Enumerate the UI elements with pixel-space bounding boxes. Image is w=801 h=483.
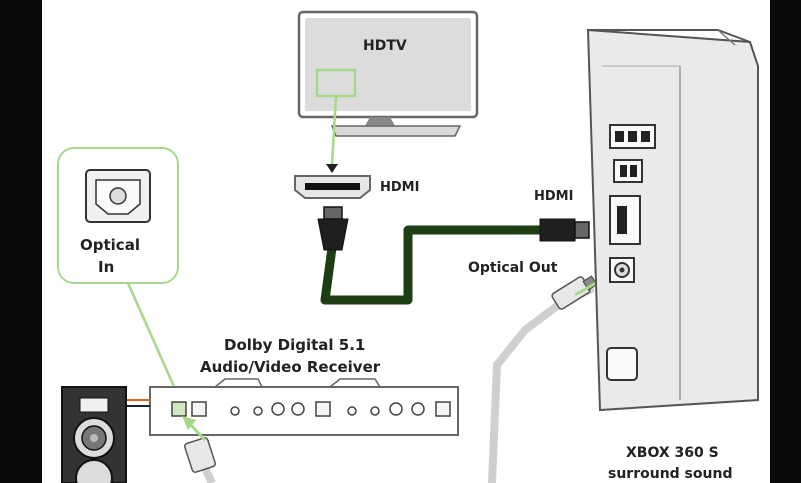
pointer-arrowhead — [326, 164, 338, 173]
optical-in-pointer — [126, 282, 182, 401]
optical-port-icon — [85, 169, 151, 223]
receiver-icon — [149, 378, 459, 436]
hdtv-icon — [297, 10, 479, 137]
hdtv-label: HDTV — [363, 38, 407, 54]
optical-cable-console — [488, 286, 594, 483]
optical-in-label-line1: Optical — [80, 236, 140, 254]
hdmi-console-plug-icon — [539, 218, 590, 242]
optical-in-label-line2: In — [98, 258, 114, 276]
receiver-optical-plug-icon — [183, 437, 217, 473]
optical-in-callout — [57, 147, 179, 284]
optical-in-arrowhead — [182, 416, 196, 430]
hdmi-plug-icon — [317, 206, 349, 251]
tv-port-pointer — [330, 95, 338, 165]
optical-out-label: Optical Out — [468, 260, 558, 276]
speaker-icon — [61, 386, 127, 483]
console-label-line2: surround sound — [608, 466, 732, 482]
hdmi-tv-label: HDMI — [380, 180, 419, 195]
xbox-console-icon — [586, 28, 759, 412]
console-label-line1: XBOX 360 S — [626, 445, 719, 461]
optical-plug-icon — [551, 275, 598, 310]
receiver-label-line2: Audio/Video Receiver — [200, 358, 381, 376]
receiver-label-line1: Dolby Digital 5.1 — [224, 336, 365, 354]
hdmi-console-label: HDMI — [534, 189, 573, 204]
hdmi-port-icon — [294, 175, 371, 199]
hdmi-cable — [320, 225, 542, 305]
